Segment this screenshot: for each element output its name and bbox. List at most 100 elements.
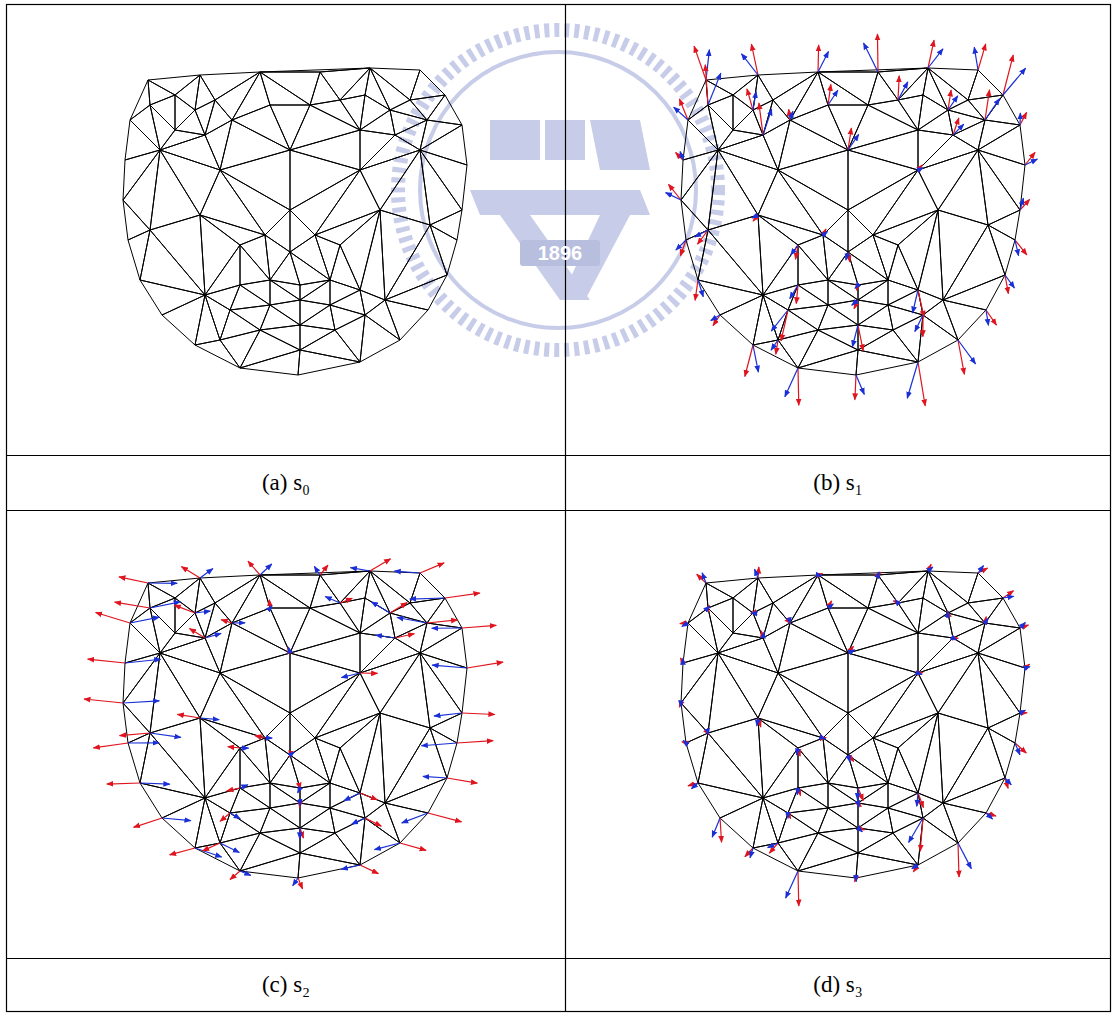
mesh-triangle (200, 72, 260, 100)
displacement-arrow (947, 611, 949, 613)
mesh-triangle (868, 603, 918, 633)
mesh-triangle (140, 280, 205, 315)
mesh-triangle (430, 713, 462, 743)
displacement-arrow (747, 89, 753, 110)
mesh-triangle (828, 105, 868, 150)
mesh-triangle (232, 105, 290, 150)
mesh-triangle (290, 252, 330, 285)
mesh-triangle (380, 713, 430, 803)
mesh-triangle (320, 68, 370, 100)
displacement-arrow (852, 325, 858, 347)
mesh-triangle (708, 598, 733, 633)
mesh-triangle (943, 225, 1005, 300)
displacement-arrow (985, 90, 990, 120)
displacement-arrow (682, 658, 683, 663)
mesh-triangle (123, 703, 150, 743)
mesh-triangle (420, 150, 467, 210)
mesh-triangle (220, 673, 290, 738)
mesh-triangle (220, 653, 290, 713)
mesh-triangle (953, 120, 985, 150)
mesh-triangle (200, 215, 265, 245)
displacement-arrow (148, 582, 177, 584)
displacement-arrow (434, 713, 462, 716)
mesh-triangle (420, 125, 467, 165)
mesh-triangle (260, 828, 300, 853)
mesh-triangle (310, 575, 340, 608)
mesh-triangle (300, 305, 335, 330)
mesh-triangle (818, 571, 928, 575)
mesh-triangle (753, 798, 778, 848)
mesh-triangle (798, 235, 828, 280)
displacement-arrow (750, 848, 753, 858)
mesh-triangle (978, 653, 1025, 713)
displacement-arrow (410, 598, 445, 599)
displacement-arrow (447, 778, 477, 783)
displacement-arrow (763, 109, 772, 135)
displacement-arrow (130, 617, 159, 623)
displacement-arrow (918, 673, 922, 674)
mesh-triangle (290, 633, 360, 673)
displacement-arrow (1025, 159, 1037, 165)
displacement-arrow (918, 165, 922, 170)
mesh-triangle (778, 150, 848, 210)
displacement-arrow (1019, 113, 1021, 125)
displacement-arrow (974, 47, 978, 70)
mesh-triangle (943, 275, 1005, 310)
mesh-triangle (148, 578, 200, 598)
panel-caption: (c) s₂ (262, 972, 310, 998)
displacement-arrow (177, 714, 200, 718)
displacement-arrow (420, 563, 444, 573)
mesh-triangle (360, 110, 395, 135)
displacement-arrow (1015, 240, 1019, 256)
mesh-triangle (978, 125, 1025, 165)
displacement-arrow (712, 818, 720, 837)
table-grid (7, 5, 1111, 1012)
displacement-arrow (248, 561, 260, 575)
mesh-triangle (898, 210, 938, 290)
mesh-triangle (220, 170, 290, 235)
mesh-triangle (790, 105, 848, 150)
displacement-arrow (432, 627, 462, 628)
displacement-arrow (705, 65, 708, 105)
mesh-triangle (968, 573, 1003, 603)
mesh-triangle (848, 608, 918, 653)
mesh-triangle (128, 733, 150, 783)
displacement-arrow (918, 362, 925, 406)
displacement-arrow (360, 865, 378, 874)
displacement-arrow (947, 611, 949, 613)
displacement-arrow (255, 736, 265, 738)
displacement-arrow (195, 611, 210, 613)
displacement-arrow (200, 569, 213, 578)
displacement-arrow (789, 109, 790, 120)
displacement-arrow (680, 703, 681, 707)
displacement-arrow (365, 818, 381, 826)
mesh-triangle (698, 280, 763, 315)
displacement-arrow (928, 567, 933, 571)
mesh-triangle (858, 833, 918, 865)
mesh-triangle (140, 783, 205, 818)
mesh-triangle (923, 803, 958, 843)
displacement-arrow (174, 605, 195, 613)
mesh-triangle (390, 603, 427, 623)
mesh-triangle (753, 578, 773, 613)
mesh-triangle (360, 315, 400, 362)
displacement-arrow (742, 54, 758, 75)
displacement-arrow (170, 848, 195, 855)
mesh-triangle (300, 300, 330, 325)
mesh-triangle (240, 235, 270, 280)
mesh-triangle (706, 578, 758, 598)
mesh-triangle (848, 653, 918, 713)
displacement-arrow (985, 99, 1000, 120)
mesh-triangle (310, 72, 340, 105)
displacement-arrow (953, 638, 957, 640)
mesh-triangle (290, 608, 360, 653)
mesh-triangle (340, 713, 380, 793)
mesh-triangle (200, 718, 265, 748)
mesh-triangle (240, 330, 300, 368)
mesh-triangle (200, 575, 260, 603)
mesh-triangle (938, 653, 988, 728)
displacement-arrow (855, 375, 856, 400)
displacement-arrow (445, 593, 480, 598)
displacement-arrow (299, 803, 301, 806)
displacement-arrow (848, 650, 855, 653)
